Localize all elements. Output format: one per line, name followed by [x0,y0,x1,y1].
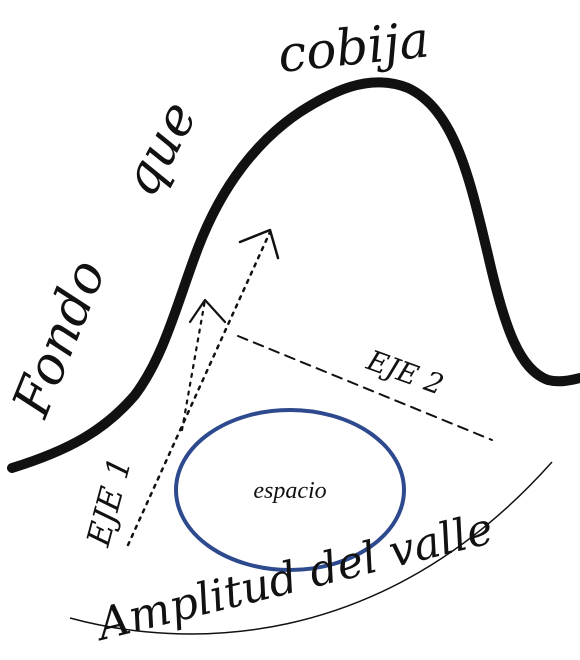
axis-secondary-line [180,298,207,432]
label-axis2: EJE 2 [362,343,448,401]
label-valley-width: Amplitud del valle [88,503,498,652]
axis1-line [126,230,272,547]
label-cobija: cobija [275,10,432,84]
valley-arc [69,461,553,635]
axis2-line [237,335,493,441]
label-axis1: EJE 1 [79,453,139,551]
axis-secondary-arrowhead [188,298,227,324]
hill-curve [7,77,580,473]
axis1-arrowhead [238,228,280,260]
center-label: espacio [253,478,326,504]
space-ellipse [174,408,406,572]
label-que: que [111,92,210,206]
label-fondo: Fondo [1,252,118,426]
